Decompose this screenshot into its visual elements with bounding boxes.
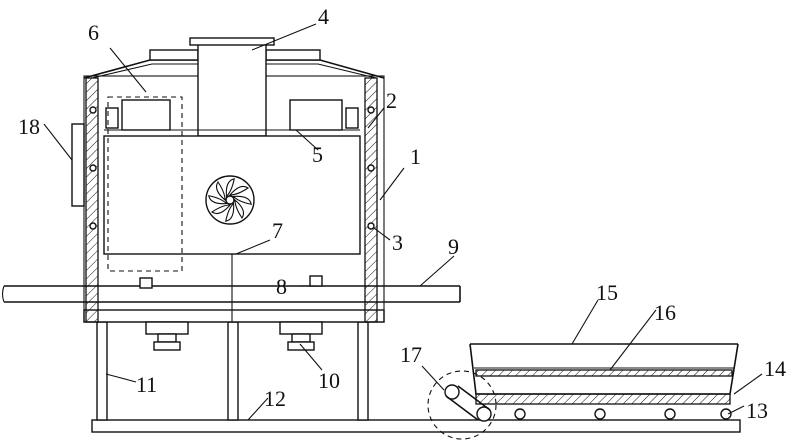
label-10: 10 xyxy=(318,368,340,393)
fan-blade xyxy=(225,202,235,222)
sensor-left xyxy=(139,277,153,289)
sensor-right xyxy=(309,275,323,287)
roof-ledge-left xyxy=(149,49,199,61)
label-3: 3 xyxy=(392,230,403,255)
label-6: 6 xyxy=(88,20,99,45)
leader-lines xyxy=(43,23,763,421)
label-11: 11 xyxy=(136,372,157,397)
fan-blade xyxy=(211,204,232,215)
dashed-outline xyxy=(107,96,183,272)
label-18: 18 xyxy=(18,114,40,139)
label-13: 13 xyxy=(746,398,768,423)
fan-blade xyxy=(232,195,252,205)
chimney-cap xyxy=(189,37,275,46)
wall-wheels xyxy=(89,106,375,230)
label-14: 14 xyxy=(764,356,786,381)
label-15: 15 xyxy=(596,280,618,305)
wheel-icon xyxy=(514,408,732,420)
top-motor-right xyxy=(289,99,359,131)
tray-base xyxy=(475,393,731,405)
left-wall xyxy=(85,77,99,323)
fan-icon xyxy=(205,175,255,225)
label-1: 1 xyxy=(410,144,421,169)
label-8: 8 xyxy=(276,274,287,299)
linkage xyxy=(427,370,497,440)
label-4: 4 xyxy=(318,4,329,29)
pipe xyxy=(1,285,461,303)
label-7: 7 xyxy=(272,218,283,243)
top-motor-left xyxy=(105,99,171,131)
motor-left xyxy=(145,321,189,351)
side-panel xyxy=(71,123,85,207)
label-17: 17 xyxy=(400,342,422,367)
chimney xyxy=(197,43,267,137)
label-9: 9 xyxy=(448,234,459,259)
roof-ledge-right xyxy=(265,49,321,61)
fan-blade xyxy=(228,185,249,196)
label-5: 5 xyxy=(312,142,323,167)
label-16: 16 xyxy=(654,300,676,325)
fan-blade xyxy=(208,195,228,205)
label-2: 2 xyxy=(386,88,397,113)
fan-blade xyxy=(225,178,235,198)
base-plate xyxy=(91,419,741,433)
lower-platform xyxy=(83,309,385,323)
linkage-outline xyxy=(427,370,497,440)
label-12: 12 xyxy=(264,386,286,411)
tray-mesh xyxy=(475,369,733,377)
fan-blade xyxy=(234,198,245,219)
tray xyxy=(469,343,739,405)
fan-blade xyxy=(215,181,226,202)
right-wall xyxy=(364,77,378,323)
